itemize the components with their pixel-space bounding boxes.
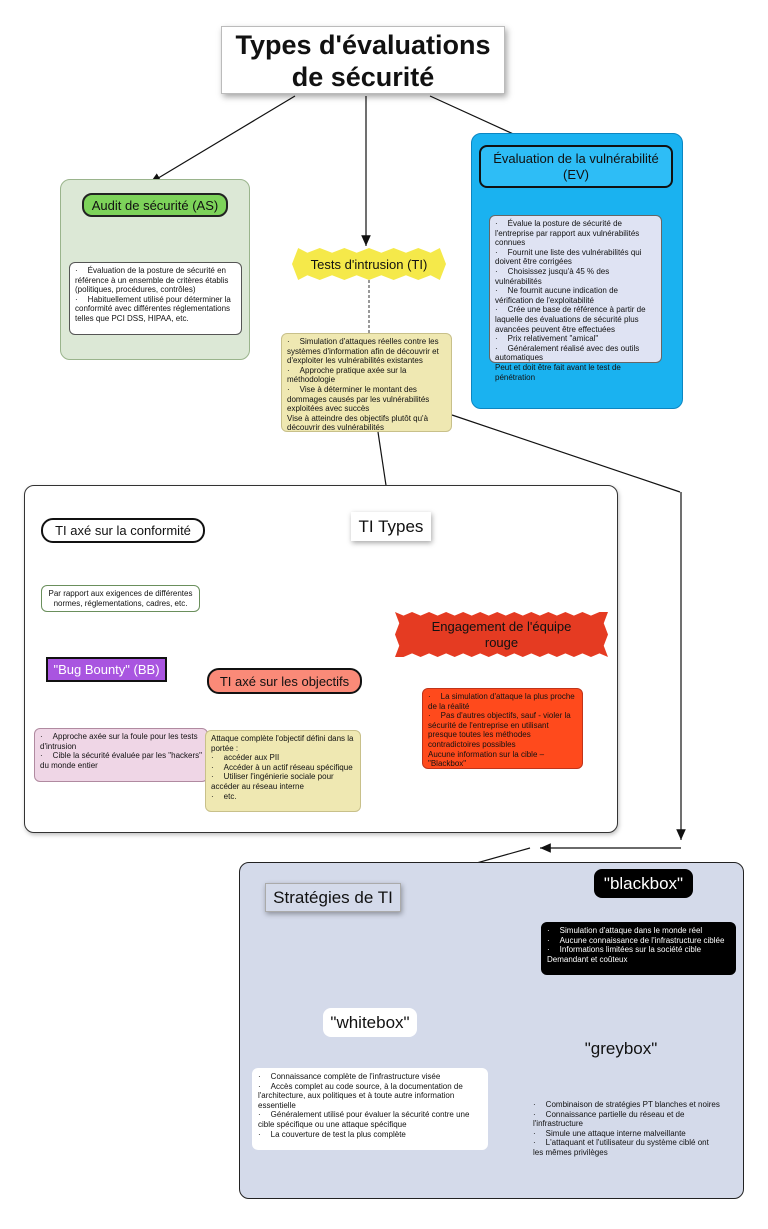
rouge-item: La simulation d'attaque la plus proche d…	[428, 692, 577, 711]
arrow-title-audit	[149, 95, 296, 184]
ti-types-label: TI Types	[351, 512, 431, 541]
rouge-label: Engagement de l'équipe rouge	[395, 612, 608, 657]
conformite-label: TI axé sur la conformité	[41, 518, 205, 543]
tests-item: Simulation d'attaques réelles contre les…	[287, 337, 446, 366]
greybox-note: Combinaison de stratégies PT blanches et…	[527, 1096, 727, 1168]
tests-item: Vise à déterminer le montant des dommage…	[287, 385, 446, 414]
objectifs-intro: Attaque complète l'objectif défini dans …	[211, 734, 354, 753]
blackbox-item: Informations limitées sur la société cib…	[547, 945, 730, 955]
greybox-item: Simule une attaque interne malveillante	[533, 1129, 721, 1139]
audit-label: Audit de sécurité (AS)	[82, 193, 228, 217]
whitebox-note: Connaissance complète de l'infrastructur…	[252, 1068, 488, 1150]
ev-item: Fournit une liste des vulnérabilités qui…	[495, 248, 656, 267]
blackbox-note: Simulation d'attaque dans le monde réel …	[541, 922, 736, 975]
greybox-item: L'attaquant et l'utilisateur du système …	[533, 1138, 721, 1157]
greybox-item: Combinaison de stratégies PT blanches et…	[533, 1100, 721, 1110]
whitebox-item: Généralement utilisé pour évaluer la séc…	[258, 1110, 482, 1129]
rouge-extra: Aucune information sur la cible – "Black…	[428, 749, 545, 769]
diagram-title: Types d'évaluations de sécurité	[221, 26, 505, 94]
tests-note: Simulation d'attaques réelles contre les…	[281, 333, 452, 432]
ev-item: Choisissez jusqu'à 45 % des vulnérabilit…	[495, 267, 656, 286]
blackbox-label: "blackbox"	[594, 869, 693, 898]
ev-item: Ne fournit aucune indication de vérifica…	[495, 286, 656, 305]
whitebox-item: Accès complet au code source, à la docum…	[258, 1082, 482, 1111]
rouge-note: La simulation d'attaque la plus proche d…	[422, 688, 583, 769]
objectifs-label: TI axé sur les objectifs	[207, 668, 362, 694]
audit-item: Habituellement utilisé pour déterminer l…	[75, 295, 236, 324]
bb-item: Approche axée sur la foule pour les test…	[40, 732, 202, 751]
ev-extra: Peut et doit être fait avant le test de …	[495, 362, 621, 382]
bb-label: "Bug Bounty" (BB)	[46, 657, 167, 682]
tests-label: Tests d'intrusion (TI)	[292, 248, 446, 280]
whitebox-label: "whitebox"	[323, 1008, 417, 1037]
rouge-item: Pas d'autres objectifs, sauf - violer la…	[428, 711, 577, 749]
bb-item: Cible la sécurité évaluée par les "hacke…	[40, 751, 202, 770]
conformite-note: Par rapport aux exigences de différentes…	[41, 585, 200, 612]
strategies-label: Stratégies de TI	[265, 883, 401, 912]
ev-item: Généralement réalisé avec des outils aut…	[495, 344, 656, 363]
ev-item: Évalue la posture de sécurité de l'entre…	[495, 219, 656, 248]
ev-item: Prix relativement "amical"	[495, 334, 656, 344]
objectifs-item: accéder aux PII	[211, 753, 355, 763]
greybox-label: "greybox"	[575, 1036, 667, 1062]
whitebox-item: Connaissance complète de l'infrastructur…	[258, 1072, 482, 1082]
blackbox-item: Simulation d'attaque dans le monde réel	[547, 926, 730, 936]
objectifs-item: Accéder à un actif réseau spécifique	[211, 763, 355, 773]
tests-item: Approche pratique axée sur la méthodolog…	[287, 366, 446, 385]
objectifs-note: Attaque complète l'objectif défini dans …	[205, 730, 361, 812]
blackbox-extra: Demandant et coûteux	[547, 954, 628, 964]
bb-note: Approche axée sur la foule pour les test…	[34, 728, 208, 782]
greybox-item: Connaissance partielle du réseau et de l…	[533, 1110, 721, 1129]
ev-item: Crée une base de référence à partir de l…	[495, 305, 656, 334]
blackbox-item: Aucune connaissance de l'infrastructure …	[547, 936, 730, 946]
objectifs-item: Utiliser l'ingénierie sociale pour accéd…	[211, 772, 355, 791]
audit-item: Évaluation de la posture de sécurité en …	[75, 266, 236, 295]
ev-note: Évalue la posture de sécurité de l'entre…	[489, 215, 662, 382]
audit-note: Évaluation de la posture de sécurité en …	[69, 262, 242, 335]
ev-label: Évaluation de la vulnérabilité (EV)	[479, 145, 673, 188]
tests-extra: Vise à atteindre des objectifs plutôt qu…	[287, 413, 429, 433]
whitebox-item: La couverture de test la plus complète	[258, 1130, 482, 1140]
objectifs-item: etc.	[211, 792, 355, 802]
